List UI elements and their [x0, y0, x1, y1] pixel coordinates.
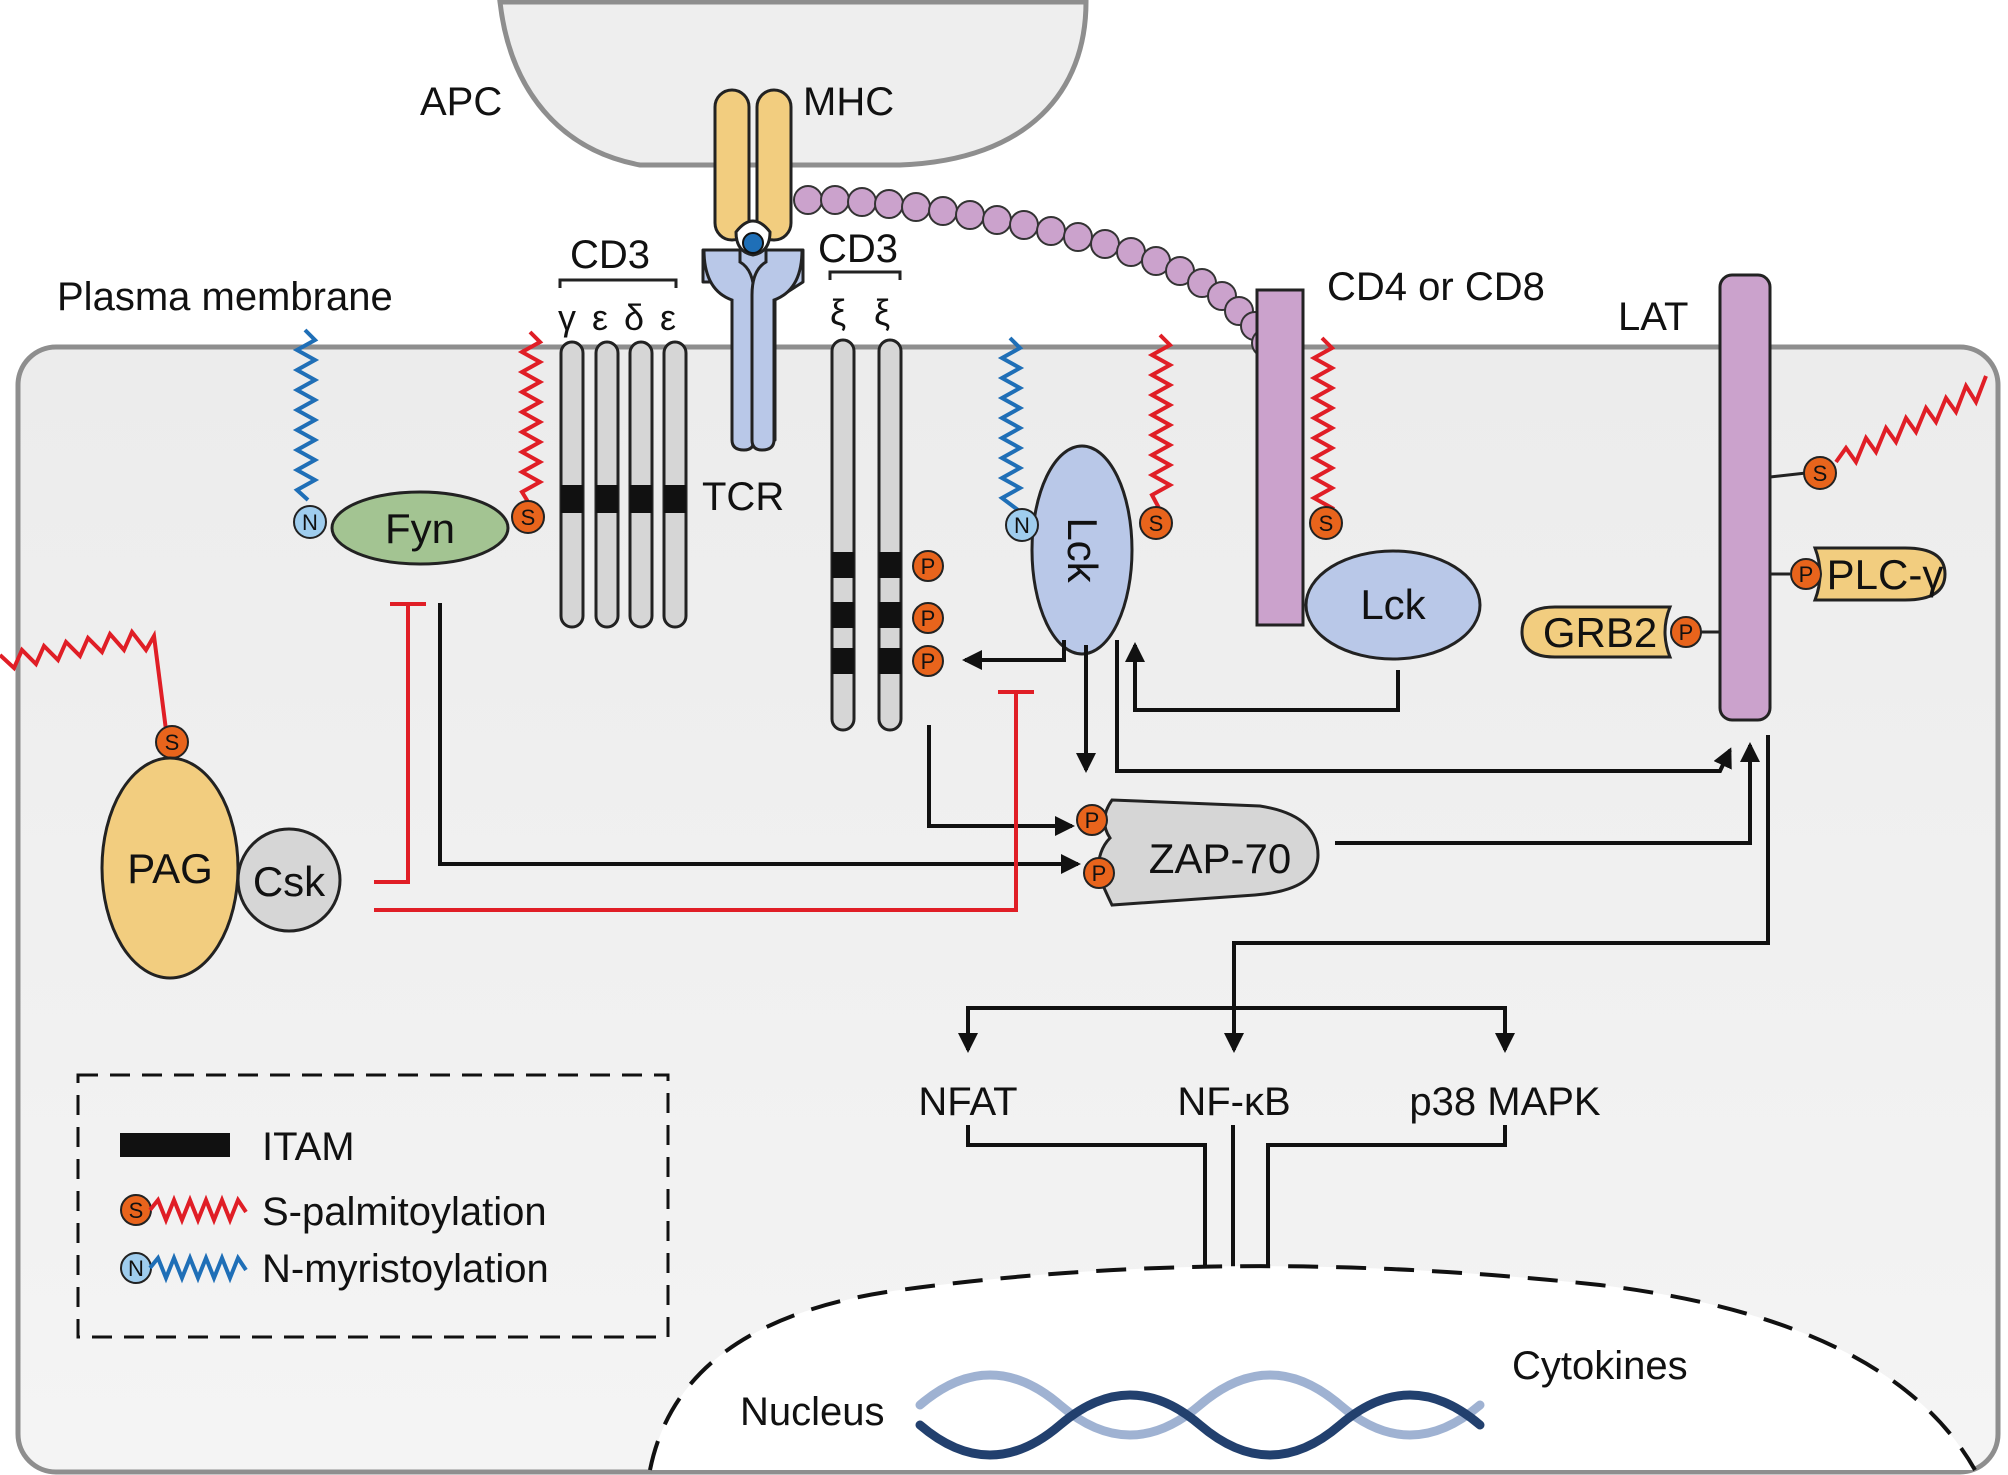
cd4-s-badge — [1309, 506, 1343, 540]
svg-text:N: N — [1014, 513, 1030, 538]
cd3-gamma-label: γ — [558, 297, 576, 338]
svg-text:S: S — [1319, 511, 1334, 536]
svg-text:N: N — [128, 1256, 144, 1281]
lat-label: LAT — [1618, 295, 1688, 339]
nucleus-label: Nucleus — [740, 1390, 885, 1434]
lck-kinase-membrane — [1030, 444, 1134, 656]
cd3-epsilon2-label: ε — [660, 297, 676, 338]
mhc-chain-left — [713, 88, 751, 242]
mhc-label: MHC — [803, 80, 894, 124]
zap70-kinase — [1096, 798, 1320, 907]
legend-itam-label: ITAM — [262, 1125, 355, 1169]
dna-helix — [915, 1370, 1485, 1460]
peptide-antigen — [742, 232, 764, 254]
zap70-p-badge-bottom — [1083, 857, 1115, 889]
fyn-label: Fyn — [385, 505, 455, 552]
lck-palmitoyl-chain — [1147, 333, 1175, 511]
p38-label: p38 MAPK — [1409, 1080, 1601, 1124]
cd3-zeta-chains — [830, 338, 903, 732]
svg-text:P: P — [1085, 808, 1100, 833]
zap70-p-badge-top — [1076, 804, 1108, 836]
cd4-bead-chain — [793, 185, 1281, 358]
fyn-n-badge — [293, 505, 327, 539]
cd3-gamma-epsilon-delta-chains — [559, 340, 688, 629]
svg-text:P: P — [921, 649, 936, 674]
legend-box — [76, 1073, 670, 1339]
svg-text:S: S — [1813, 461, 1828, 486]
cd3-delta-label: δ — [624, 297, 644, 338]
cd3-itam-blocks — [561, 485, 686, 513]
lck-kinase-bound — [1304, 549, 1482, 661]
apc-cell — [497, 0, 1089, 168]
svg-text:P: P — [1799, 562, 1814, 587]
cd3-left-bracket — [558, 278, 678, 288]
cd3-right-bracket — [828, 270, 902, 280]
mhc-chain-right — [755, 88, 793, 242]
grb2-protein — [1520, 605, 1673, 659]
apc-label: APC — [420, 80, 502, 124]
legend-palmitoyl-chain — [148, 1194, 248, 1226]
nucleus-envelope — [648, 1264, 1977, 1471]
lat-adaptor — [1718, 273, 1772, 722]
svg-text:S: S — [129, 1198, 144, 1223]
lat-s-linker — [1769, 471, 1807, 479]
cytokines-label: Cytokines — [1512, 1344, 1688, 1388]
plasma-membrane-label: Plasma membrane — [57, 275, 393, 319]
lat-s-badge — [1803, 456, 1837, 490]
cd4-cd8-label: CD4 or CD8 — [1327, 265, 1545, 309]
cd3-zeta1-label: ξ — [830, 292, 846, 333]
svg-text:P: P — [1679, 620, 1694, 645]
svg-text:P: P — [921, 606, 936, 631]
legend-myristoyl-chain — [148, 1252, 248, 1284]
grb2-p-badge — [1670, 616, 1702, 648]
cd3-left-label: CD3 — [570, 233, 650, 277]
lat-palmitoyl-chain — [1834, 375, 1988, 467]
pag-label: PAG — [127, 845, 213, 892]
svg-text:S: S — [165, 730, 180, 755]
nfat-label: NFAT — [918, 1080, 1017, 1124]
legend-palmitoylation-label: S-palmitoylation — [262, 1190, 547, 1234]
fyn-s-badge — [511, 500, 545, 534]
inhibition-lines — [374, 602, 1034, 912]
pag-palmitoyl-chain — [0, 628, 168, 731]
nfkb-label: NF-κB — [1177, 1080, 1290, 1124]
cd3-zeta2-label: ξ — [874, 292, 890, 333]
svg-text:P: P — [921, 554, 936, 579]
cd4-cd8-coreceptor — [1255, 288, 1305, 627]
grb2-label: GRB2 — [1543, 609, 1657, 656]
lck-bound-label: Lck — [1360, 581, 1426, 628]
lck-membrane-label: Lck — [1059, 517, 1106, 583]
svg-text:S: S — [521, 505, 536, 530]
plcg-p-badge — [1790, 558, 1822, 590]
legend-itam-swatch — [120, 1133, 230, 1157]
tcr-right-arm — [750, 248, 804, 452]
activation-arrows — [438, 603, 1770, 1385]
tcr-label: TCR — [702, 475, 784, 519]
zeta-phospho-badges: P P P — [912, 550, 944, 677]
csk-label: Csk — [253, 858, 326, 905]
cd4-palmitoyl-chain — [1309, 336, 1337, 522]
cd3-epsilon1-label: ε — [592, 297, 608, 338]
fyn-myristoyl-chain — [292, 328, 320, 502]
tcr-left-arm — [702, 248, 756, 452]
cd3-right-label: CD3 — [818, 227, 898, 271]
lck-s-badge — [1139, 506, 1173, 540]
lck-n-badge — [1005, 508, 1039, 542]
csk-kinase — [236, 827, 342, 933]
zeta-itam-blocks — [832, 552, 901, 674]
svg-text:P: P — [1092, 861, 1107, 886]
fyn-kinase — [330, 490, 510, 566]
plcg-label: PLC-γ — [1827, 551, 1944, 598]
fyn-palmitoyl-chain — [517, 330, 545, 507]
lck-myristoyl-chain — [997, 336, 1025, 512]
svg-text:S: S — [1149, 511, 1164, 536]
zap70-label: ZAP-70 — [1149, 835, 1291, 882]
svg-text:N: N — [302, 510, 318, 535]
legend-myristoylation-label: N-myristoylation — [262, 1247, 549, 1291]
